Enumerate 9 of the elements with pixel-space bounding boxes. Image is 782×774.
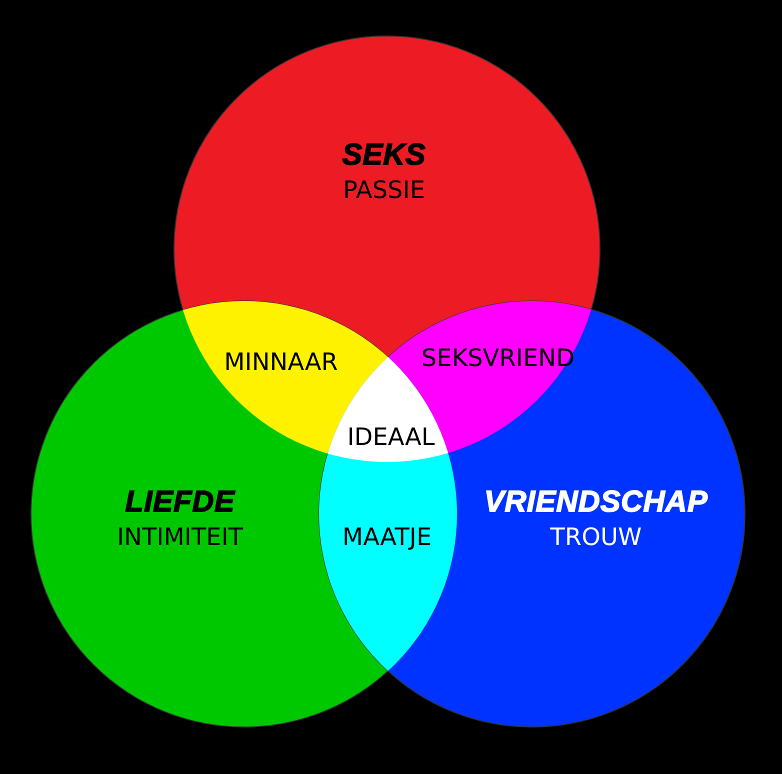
circle-heading: VRIENDSCHAP <box>484 486 708 518</box>
region-label: MINNAAR <box>224 348 338 376</box>
circle-subtitle: PASSIE <box>342 176 426 204</box>
circle-heading: LIEFDE <box>125 486 235 518</box>
circle-heading: SEKS <box>342 138 426 172</box>
region-label: MAATJE <box>342 524 432 550</box>
region-label: IDEAAL <box>347 424 435 450</box>
circle-subtitle: INTIMITEIT <box>116 524 244 550</box>
circle-subtitle: TROUW <box>550 524 642 550</box>
